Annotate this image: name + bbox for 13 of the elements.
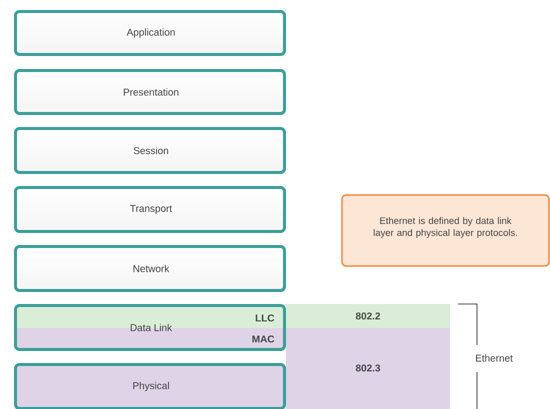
layer-box: Application	[14, 10, 286, 56]
layer-box: Session	[14, 127, 286, 174]
band: 802.3	[286, 328, 450, 409]
band: 802.2	[286, 304, 450, 328]
layer-box: Presentation	[14, 69, 286, 115]
layer-box: Data Link LLC MAC	[14, 304, 286, 351]
callout-box: Ethernet is defined by data link layer and physical layer protocols.	[341, 194, 550, 267]
layer-box: Network	[14, 245, 286, 292]
group-label: Ethernet	[476, 354, 513, 362]
sublayer-label: MAC	[252, 335, 274, 343]
layer-box: Transport	[14, 186, 286, 233]
sublayer-label: LLC	[256, 314, 274, 322]
layer-box: Physical	[14, 363, 286, 409]
